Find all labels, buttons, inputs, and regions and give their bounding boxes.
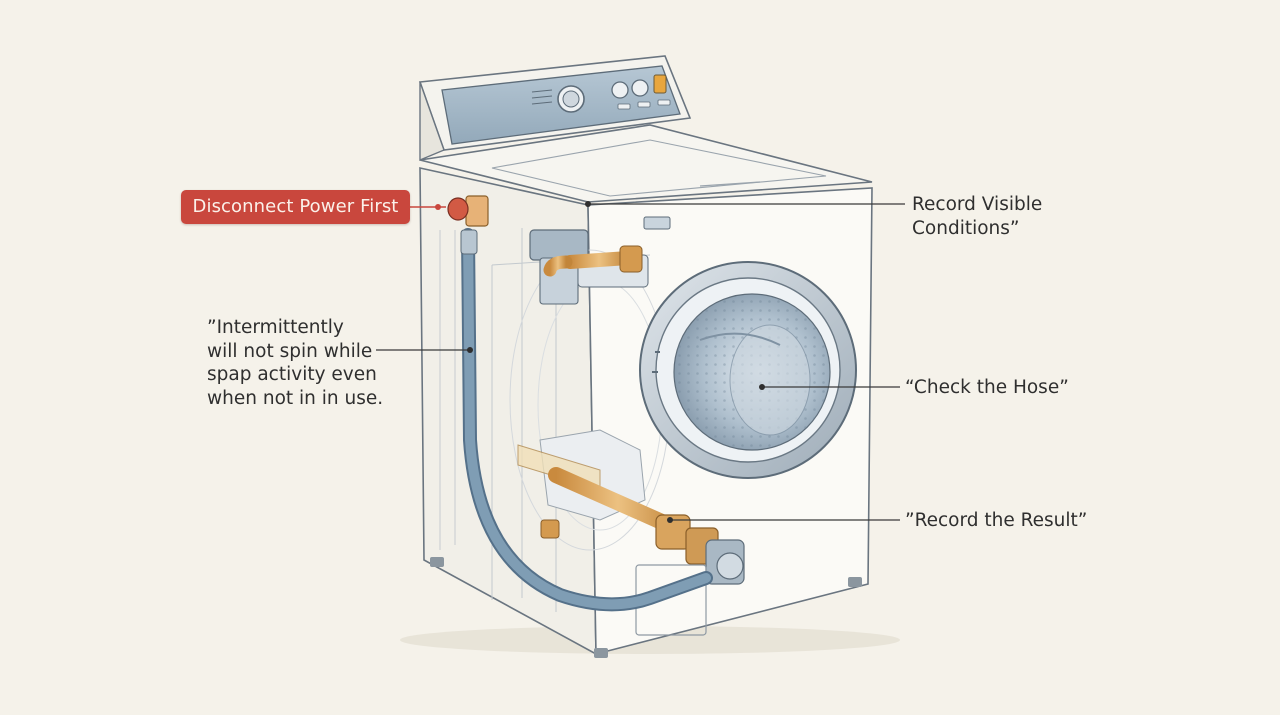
button-1 [617,103,631,110]
lid-inset [491,139,827,197]
foot-front-left [594,648,608,658]
callout-record-visible-conditions: Record Visible Conditions” [912,193,1042,240]
door-hinge [652,351,660,373]
callout-spin-line-1: ”Intermittently [207,317,344,338]
callout-spin-line-2: will not spin while [207,340,373,362]
upper-pipe-fitting [619,245,643,273]
leader-dot-spin [467,347,473,353]
callout-record-result: ”Record the Result” [905,509,1087,533]
drain-pump-filter [716,552,744,580]
drum-paddle [699,332,781,346]
callout-intermittent-spin: ”Intermittently will not spin while spap… [207,316,383,410]
leader-dot-hose [759,384,765,390]
water-hose [463,230,711,610]
foot-left [430,557,444,567]
callout-spin-line-3: spap activity even [207,364,377,385]
button-2 [637,101,651,108]
disconnect-power-warning: Disconnect Power First [181,190,410,224]
callout-check-hose: “Check the Hose” [905,376,1069,400]
foot-front-right [848,577,862,587]
leader-dot-power [435,204,441,210]
cycle-dial-center [562,90,580,108]
drum-back [729,324,811,436]
callout-conditions-line-1: Record Visible [912,194,1043,215]
hose-connector [460,229,478,255]
callout-hose-line-1: “Check the Hose” [905,377,1069,398]
upper-copper-pipe [563,251,635,269]
power-inlet-fitting [465,195,489,227]
side-panel-inner-lines [439,230,456,550]
dial-markings [531,89,553,105]
power-indicator-light [653,74,667,94]
power-plug-cap [447,197,469,221]
spin-knob [631,79,649,97]
callout-conditions-line-2: Conditions” [912,217,1020,239]
button-3 [657,99,671,106]
callout-spin-line-4: when not in in use. [207,387,384,409]
leader-dot-conditions [585,201,591,207]
backsplash-side [419,81,445,162]
copper-elbow [543,255,573,277]
lid-handle [699,181,761,187]
callout-result-line-1: ”Record the Result” [905,510,1088,531]
detergent-drawer-latch [643,216,671,230]
temperature-knob [611,81,629,99]
vertical-pipe-fitting [540,519,560,539]
leader-dot-result [667,517,673,523]
